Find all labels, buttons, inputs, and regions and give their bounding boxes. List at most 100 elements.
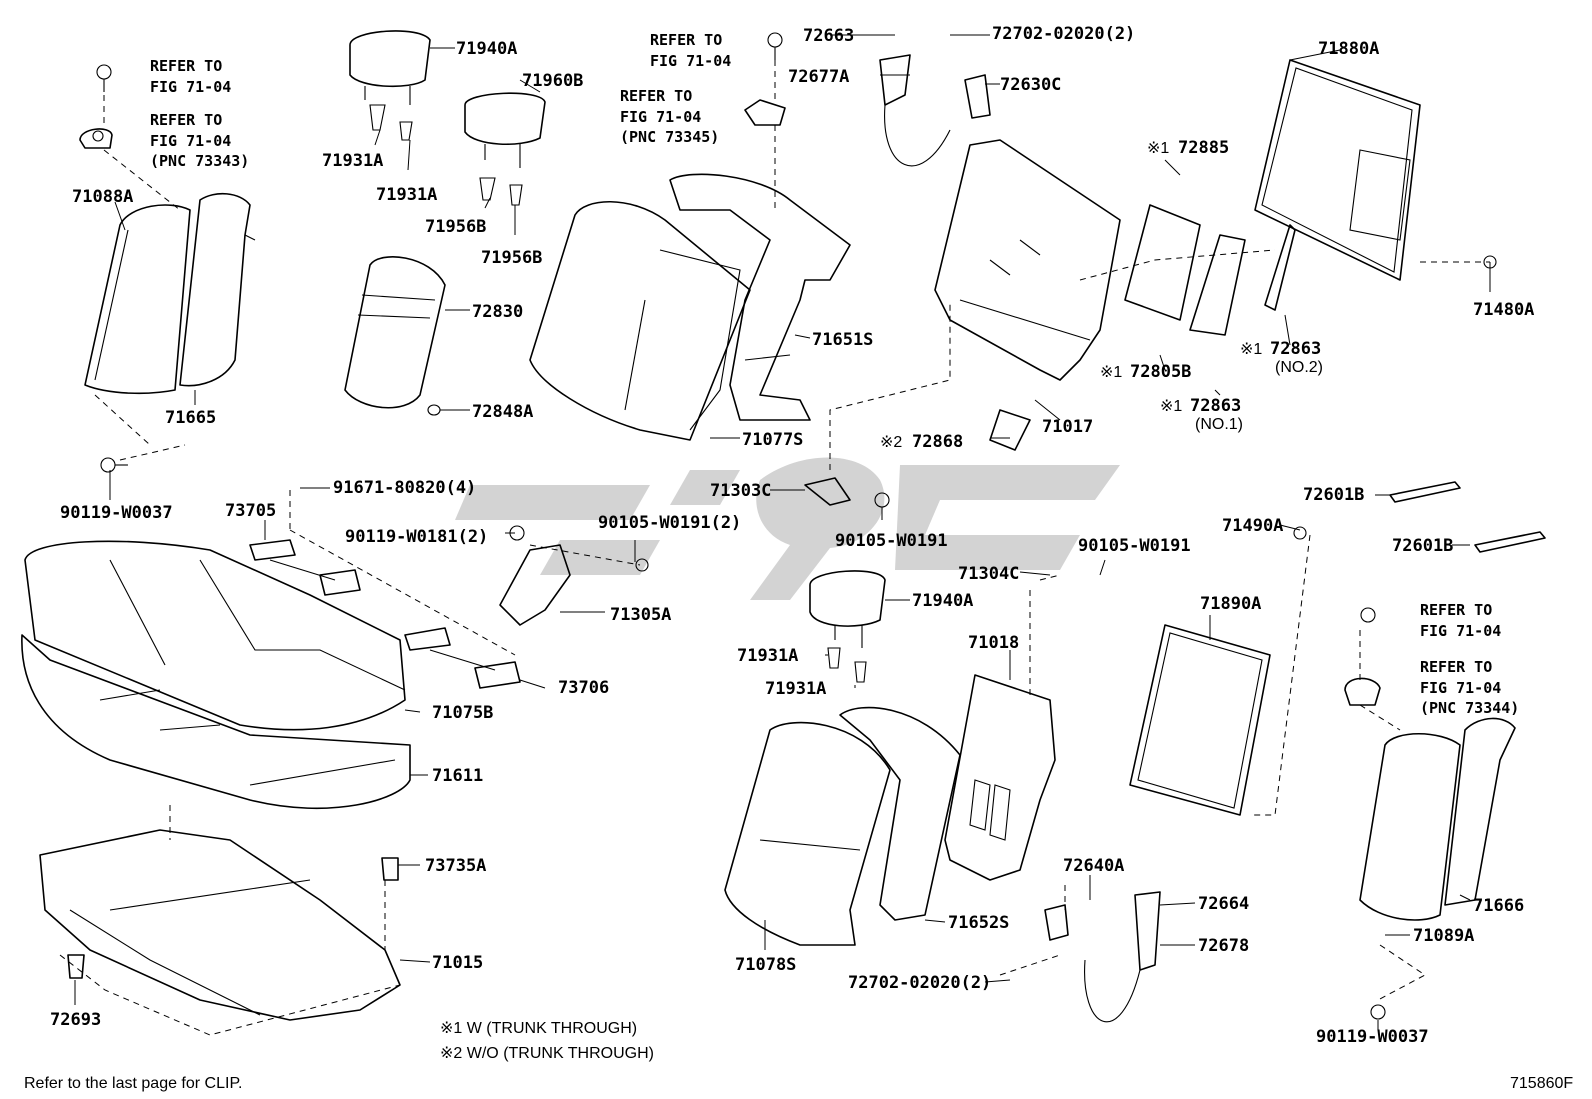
label-72848a: 72848A [472,402,533,422]
ref-5-line1: REFER TO [1420,601,1492,619]
ref-2-line1: REFER TO [150,111,222,129]
label-71303c: 71303C [710,481,771,501]
mark-72863-no2: ※1 [1240,341,1262,358]
label-71015: 71015 [432,953,483,973]
label-71611: 71611 [432,766,483,786]
mark-72805b: ※1 [1100,364,1122,381]
label-72678: 72678 [1198,936,1249,956]
ref-1-line2: FIG 71-04 [150,78,231,96]
label-90119-w0181: 90119-W0181(2) [345,527,488,547]
sub-no1: (NO.1) [1195,416,1243,433]
label-71490a: 71490A [1222,516,1283,536]
label-71880a: 71880A [1318,39,1379,59]
label-72640a: 72640A [1063,856,1124,876]
seatback-71651s-shape [669,173,851,421]
board-71880a-shape [1254,59,1421,281]
label-72805b: 72805B [1130,362,1191,382]
hinge-71305a-shape [499,525,649,626]
label-72677a: 72677A [788,67,849,87]
ref-2-line2: FIG 71-04 [150,132,231,150]
headrest-71960b-shape [464,92,546,168]
leader-lines [74,34,1491,1030]
note-markers: ※1 ※1 ※1 ※1 ※2 (NO.1) (NO.2) [880,140,1323,451]
legend-note-1: ※1 W (TRUNK THROUGH) [440,1020,637,1037]
assembly-lines [59,60,1490,1036]
refer-notes: REFER TO FIG 71-04 REFER TO FIG 71-04 (P… [150,31,1519,717]
label-71305a: 71305A [610,605,671,625]
ref-4-line1: REFER TO [620,87,692,105]
label-71018: 71018 [968,633,1019,653]
label-71940a-top: 71940A [456,39,517,59]
footer-note: Refer to the last page for CLIP. [24,1075,243,1092]
label-71480a: 71480A [1473,300,1534,320]
label-71931a-2: 71931A [376,185,437,205]
label-72601b-2: 72601B [1392,536,1453,556]
label-72868: 72868 [912,432,963,452]
board-71890a-shape [1129,624,1271,816]
seat-cushion-71075b-shape [24,540,406,731]
label-71075b: 71075B [432,703,493,723]
part-71088a-shape [84,204,191,395]
ref-6-line1: REFER TO [1420,658,1492,676]
ref-1-line1: REFER TO [150,57,222,75]
label-71940a-bottom: 71940A [912,591,973,611]
label-72863-no2: 72863 [1270,339,1321,359]
part-71089a-71666-shape [1344,607,1516,1020]
label-90105-w0191-2: 90105-W0191(2) [598,513,741,533]
label-71652s: 71652S [948,913,1009,933]
label-90105-w0191-center: 90105-W0191 [835,531,948,551]
seat-cushion-71611-shape [21,634,411,810]
label-90119-w0037-left: 90119-W0037 [60,503,173,523]
label-71931a-4: 71931A [765,679,826,699]
label-73705: 73705 [225,501,276,521]
mark-72868: ※2 [880,434,902,451]
ref-2-line3: (PNC 73343) [150,152,249,170]
part-71665-shape [179,192,256,387]
bolt-90119-left-shape [100,457,128,473]
label-71960b: 71960B [522,71,583,91]
label-71956b-2: 71956B [481,248,542,268]
label-72693: 72693 [50,1010,101,1030]
label-71956b-1: 71956B [425,217,486,237]
label-90105-w0191-right: 90105-W0191 [1078,536,1191,556]
armrest-72830-shape [344,256,446,416]
label-72885: 72885 [1178,138,1229,158]
ref-3-line1: REFER TO [650,31,722,49]
label-72664: 72664 [1198,894,1249,914]
label-71890a: 71890A [1200,594,1261,614]
label-71078s: 71078S [735,955,796,975]
label-72830: 72830 [472,302,523,322]
seat-frame-71015-shape [39,829,401,1021]
ref-4-line2: FIG 71-04 [620,108,701,126]
label-71304c: 71304C [958,564,1019,584]
label-71077s: 71077S [742,430,803,450]
seatback-71078s-shape [724,721,891,946]
ref-6-line3: (PNC 73344) [1420,699,1519,717]
seatback-71077s-shape [529,201,751,441]
label-72702-bottom: 72702-02020(2) [848,973,991,993]
ref-4-line3: (PNC 73345) [620,128,719,146]
ref-3-line2: FIG 71-04 [650,52,731,70]
frame-71018-shape [944,674,1056,881]
label-91671-80820: 91671-80820(4) [333,478,476,498]
ref-6-line2: FIG 71-04 [1420,679,1501,697]
legend-note-2: ※2 W/O (TRUNK THROUGH) [440,1045,654,1062]
label-71089a: 71089A [1413,926,1474,946]
sub-no2: (NO.2) [1275,359,1323,376]
label-71088a: 71088A [72,187,133,207]
lock-72678-shape [1044,891,1161,1023]
label-71665: 71665 [165,408,216,428]
headrest-71940a-top-shape [349,30,431,105]
label-72863-no1: 72863 [1190,396,1241,416]
part-labels: 71940A 71960B 71931A 71931A 71956B 71956… [50,24,1534,1047]
springs-73705-73706-shape [249,539,521,689]
figure-number: 715860F [1510,1075,1573,1092]
part-72863-shape [1189,224,1296,336]
label-71017: 71017 [1042,417,1093,437]
frame-71017-shape [934,139,1121,381]
part-72868-shape [989,409,1031,451]
watermark-logo [455,457,1120,600]
label-73735a: 73735A [425,856,486,876]
board-72805b-shape [1124,204,1201,321]
